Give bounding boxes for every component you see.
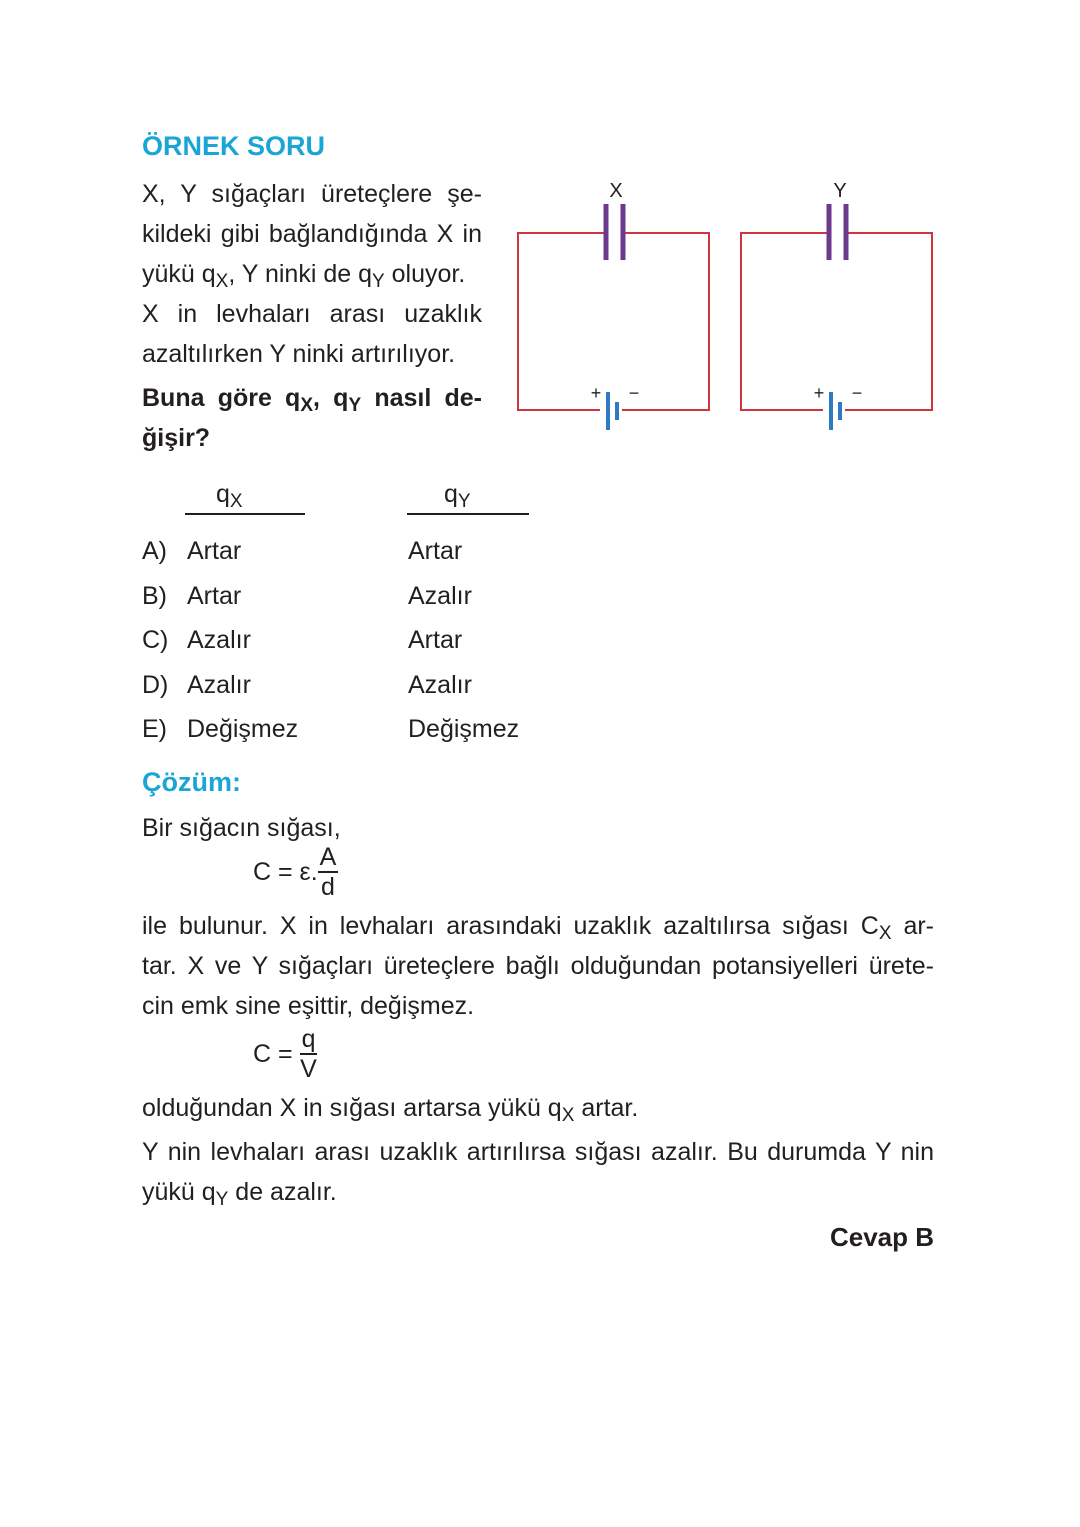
- option-row-d[interactable]: D) Azalır Azalır: [142, 663, 519, 708]
- circuit-y-wire: [740, 232, 828, 411]
- options-header-rule-qy: [407, 513, 529, 515]
- formula2-numerator: q: [299, 1025, 318, 1055]
- battery-y-minus: −: [852, 383, 863, 403]
- option-row-b[interactable]: B) Artar Azalır: [142, 574, 519, 619]
- options-header-qx: qX: [216, 480, 243, 512]
- capacitor-y-label: Y: [833, 180, 846, 202]
- option-letter: C): [142, 626, 169, 654]
- battery-x-minus: −: [629, 383, 640, 403]
- circuit-figure: X + − Y + −: [517, 180, 933, 430]
- solution-intro: Bir sığacın sığası,: [142, 814, 341, 842]
- solution-line-3: cin emk sine eşittir, değişmez.: [142, 992, 475, 1020]
- formula2-denominator: V: [300, 1055, 317, 1083]
- options-header-qy: qY: [444, 480, 471, 512]
- question-bold-line-1: Buna göre qX, qY nasıl de-: [142, 384, 482, 416]
- option-qy: Azalır: [408, 670, 472, 699]
- question-line-2: kildeki gibi bağlandığında X in: [142, 220, 482, 248]
- question-bold-line-2: ğişir?: [142, 424, 211, 452]
- option-qx: Artar: [187, 581, 242, 610]
- question-line-1: X, Y sığaçları üreteçlere şe-: [142, 180, 482, 208]
- option-row-e[interactable]: E) Değişmez Değişmez: [142, 707, 519, 752]
- circuit-y: Y + −: [740, 180, 933, 430]
- circuit-x: X + −: [517, 180, 710, 430]
- option-row-a[interactable]: A) Artar Artar: [142, 529, 519, 574]
- option-row-c[interactable]: C) Azalır Artar: [142, 618, 519, 663]
- solution-heading: Çözüm:: [142, 767, 241, 797]
- solution-paragraph-1: ile bulunur. X in levhaları arasındaki u…: [142, 906, 934, 1026]
- capacitor-x-label: X: [609, 180, 622, 202]
- question-line-4: X in levhaları arası uzaklık: [142, 300, 482, 328]
- option-qx: Değişmez: [187, 715, 299, 743]
- example-heading: ÖRNEK SORU: [142, 131, 326, 161]
- solution-paragraph-2: Y nin levhaları arası uzaklık artırılırs…: [142, 1132, 934, 1212]
- option-qy: Azalır: [408, 581, 472, 610]
- question-line-3: yükü qX, Y ninki de qY oluyor.: [142, 260, 466, 292]
- formula1-numerator: A: [317, 843, 339, 873]
- battery-x-plus: +: [591, 383, 602, 403]
- question-line-5: azaltılırken Y ninki artırılıyor.: [142, 340, 456, 368]
- question-text: X, Y sığaçları üreteçlere şe- kildeki gi…: [142, 174, 482, 458]
- option-letter: B): [142, 581, 167, 610]
- option-qx: Azalır: [187, 626, 251, 654]
- circuit-x-wire: [517, 232, 605, 411]
- solution-line-6: yükü qY de azalır.: [142, 1178, 337, 1210]
- formula1-denominator: d: [321, 873, 335, 901]
- option-letter: D): [142, 670, 169, 699]
- solution-line-5: Y nin levhaları arası uzaklık artırılırs…: [142, 1138, 934, 1166]
- battery-y-plus: +: [814, 383, 825, 403]
- formula1-lhs: C = ε.: [253, 858, 318, 886]
- option-qx: Azalır: [187, 670, 251, 699]
- option-letter: E): [142, 715, 167, 743]
- options-header-rule-qx: [185, 513, 305, 515]
- solution-line-1: ile bulunur. X in levhaları arasındaki u…: [142, 912, 934, 944]
- option-qx: Artar: [187, 537, 242, 565]
- solution-line-2: tar. X ve Y sığaçları üreteçlere bağlı o…: [142, 952, 934, 980]
- solution-line-4: olduğundan X in sığası artarsa yükü qX a…: [142, 1094, 639, 1126]
- option-qy: Artar: [408, 537, 463, 565]
- option-letter: A): [142, 537, 167, 565]
- answer-label: Cevap B: [829, 1222, 934, 1252]
- option-qy: Artar: [408, 626, 463, 654]
- option-qy: Değişmez: [408, 715, 520, 743]
- formula2-lhs: C =: [253, 1040, 293, 1068]
